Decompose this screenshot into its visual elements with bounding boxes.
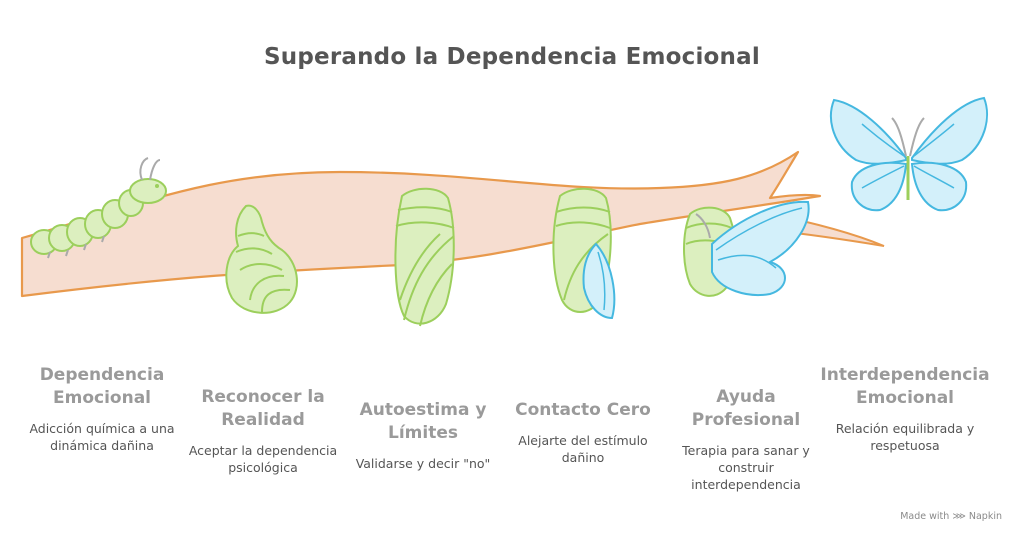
napkin-logo-icon: ⋙	[952, 511, 966, 522]
stage-dependencia-emocional: Dependencia Emocional Adicción química a…	[27, 364, 177, 454]
stage-contacto-cero: Contacto Cero Alejarte del estímulo dañi…	[508, 399, 658, 466]
stage-title: Contacto Cero	[515, 400, 651, 420]
stage-title: Reconocer la Realidad	[201, 387, 325, 430]
stage-description: Relación equilibrada y respetuosa	[835, 421, 975, 453]
chrysalis-curled-icon	[225, 204, 298, 314]
stage-title: Ayuda Profesional	[691, 387, 801, 430]
stage-description: Terapia para sanar y construir interdepe…	[682, 443, 810, 492]
stage-description: Adicción química a una dinámica dañina	[29, 421, 175, 453]
stage-title: Autoestima y Límites	[359, 400, 487, 443]
page-title: Superando la Dependencia Emocional	[264, 44, 760, 70]
stage-description: Alejarte del estímulo dañino	[518, 433, 648, 465]
stage-description: Validarse y decir "no"	[355, 456, 491, 471]
footer-text: Made with	[900, 511, 950, 522]
stage-title: Interdependencia Emocional	[820, 365, 990, 408]
emerging-butterfly-icon	[683, 200, 810, 297]
stage-autoestima-limites: Autoestima y Límites Validarse y decir "…	[348, 399, 498, 472]
butterfly-icon	[830, 96, 988, 212]
footer-brand: Napkin	[968, 511, 1002, 522]
stage-description: Aceptar la dependencia psicológica	[188, 443, 338, 475]
chrysalis-long-icon	[394, 187, 455, 327]
stage-ayuda-profesional: Ayuda Profesional Terapia para sanar y c…	[671, 386, 821, 493]
stage-interdependencia-emocional: Interdependencia Emocional Relación equi…	[820, 364, 990, 454]
chrysalis-wing-icon	[552, 187, 616, 320]
stage-reconocer-realidad: Reconocer la Realidad Aceptar la depende…	[188, 386, 338, 476]
made-with-footer: Made with ⋙ Napkin	[900, 511, 1002, 522]
caterpillar-icon	[30, 157, 167, 259]
stage-title: Dependencia Emocional	[39, 365, 165, 408]
